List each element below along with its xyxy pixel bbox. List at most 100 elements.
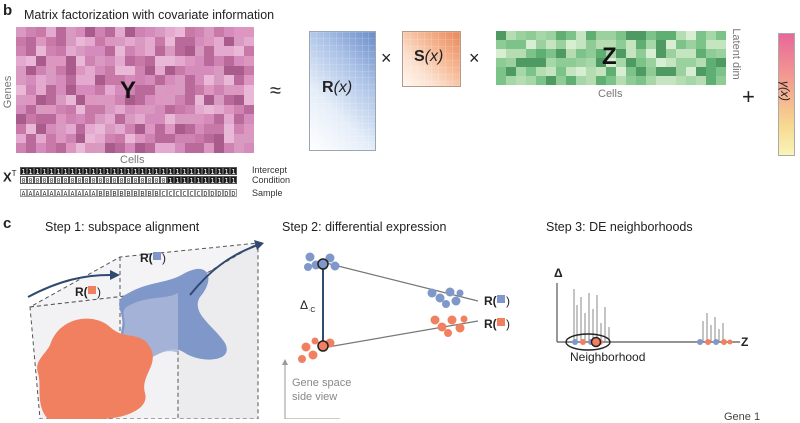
design-matrix-entry: 0 (76, 176, 83, 185)
s-label-letter: S (414, 48, 425, 65)
matrix-cell (85, 85, 96, 95)
matrix-cell (204, 104, 215, 115)
matrix-cell (45, 36, 56, 47)
matrix-cell (174, 104, 185, 115)
matrix-cell (606, 58, 616, 67)
design-matrix-entry: 0 (139, 176, 146, 185)
matrix-cell (85, 75, 96, 86)
xt-superscript: T (11, 169, 17, 178)
gene-1-label: Gene 1 (724, 411, 761, 423)
alignment-arrow-right (189, 244, 259, 296)
matrix-cell (214, 123, 225, 134)
matrix-cell (224, 114, 235, 124)
plus-symbol: + (742, 84, 755, 109)
matrix-cell (16, 114, 26, 124)
matrix-cell (85, 143, 96, 153)
design-matrix-entry: 0 (104, 176, 111, 185)
matrix-cell (184, 27, 195, 37)
matrix-cell (35, 27, 46, 37)
matrix-cell (75, 133, 86, 144)
matrix-cell (95, 36, 106, 47)
matrix-cell (16, 56, 26, 66)
design-matrix-entry: A (76, 189, 83, 198)
matrix-cell (35, 36, 46, 47)
matrix-cell (25, 94, 36, 105)
matrix-cell (506, 49, 516, 58)
matrix-cell (636, 49, 646, 58)
matrix-cell (144, 133, 155, 144)
matrix-cell (154, 75, 165, 86)
matrix-cell (125, 104, 135, 115)
matrix-cell (546, 49, 556, 58)
condition-label: Condition (252, 175, 291, 185)
matrix-cell (536, 76, 546, 85)
matrix-cell (616, 40, 626, 49)
matrix-cell (496, 67, 506, 76)
matrix-cell (85, 114, 96, 124)
matrix-cell (105, 123, 116, 134)
matrix-cell (154, 36, 165, 47)
de-neighborhoods-diagram: Δ Z Neighborhood (554, 266, 748, 364)
matrix-cell (194, 56, 205, 66)
matrix-cell (35, 133, 46, 144)
matrix-cell (55, 114, 66, 124)
matrix-cell (556, 40, 566, 49)
matrix-cell (144, 123, 155, 134)
matrix-cell (85, 36, 96, 47)
matrix-cell (154, 104, 165, 115)
matrix-cell (144, 46, 155, 57)
matrix-cell (576, 31, 586, 40)
design-matrix-entry: 1 (34, 167, 41, 176)
design-matrix-entry: A (48, 189, 55, 198)
matrix-cell (214, 75, 225, 86)
matrix-cell (144, 143, 155, 153)
matrix-cell (556, 49, 566, 58)
matrix-cell (105, 46, 116, 57)
matrix-cell (125, 85, 135, 95)
blue-square-icon (153, 252, 161, 260)
matrix-cell (115, 143, 126, 153)
design-matrix-entry: 1 (69, 167, 76, 176)
matrix-cell (616, 49, 626, 58)
delta-c-subscript: ·C (308, 307, 315, 314)
design-matrix-entry: 1 (174, 167, 181, 176)
matrix-cell (244, 85, 254, 95)
matrix-cell (115, 56, 126, 66)
matrix-cell (55, 94, 66, 105)
matrix-cell (65, 56, 76, 66)
matrix-cell (174, 56, 185, 66)
matrix-cell (234, 143, 245, 153)
matrix-cell (55, 46, 66, 57)
matrix-cell (16, 123, 26, 134)
matrix-cell (45, 114, 56, 124)
design-matrix-entry: B (146, 189, 153, 198)
design-matrix-entry: C (160, 189, 167, 198)
blue-points-cluster-2 (427, 287, 464, 308)
matrix-cell (65, 65, 76, 76)
matrix-cell (666, 31, 676, 40)
matrix-cell (204, 65, 215, 76)
matrix-cell (636, 67, 646, 76)
matrix-cell (224, 143, 235, 153)
matrix-cell (75, 75, 86, 86)
matrix-cell (154, 27, 165, 37)
matrix-cell (536, 40, 546, 49)
matrix-cell (616, 76, 626, 85)
step2-r-orange-close: ) (506, 317, 510, 331)
matrix-cell (506, 76, 516, 85)
design-matrix-entry: 1 (111, 167, 118, 176)
matrix-cell (716, 76, 726, 85)
design-matrix-entry: 0 (48, 176, 55, 185)
matrix-cell (105, 56, 116, 66)
step2-r-blue-label: R( (484, 294, 497, 308)
matrix-cell (656, 40, 666, 49)
matrix-cell (716, 49, 726, 58)
design-matrix-entry: 0 (41, 176, 48, 185)
matrix-cell (716, 67, 726, 76)
design-matrix-entry: 0 (83, 176, 90, 185)
design-matrix-entry: 1 (160, 167, 167, 176)
matrix-cell (154, 65, 165, 76)
matrix-cell (115, 85, 126, 95)
matrix-cell (65, 123, 76, 134)
matrix-cell (666, 67, 676, 76)
